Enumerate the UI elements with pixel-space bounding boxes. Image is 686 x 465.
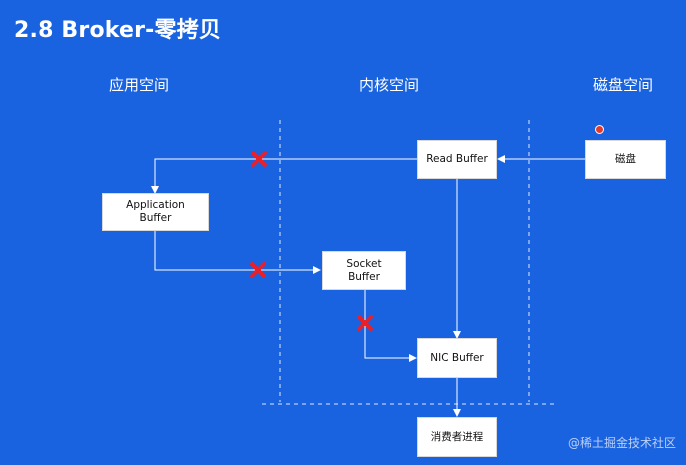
pointer-dot-icon xyxy=(595,125,604,134)
user-space-label: 应用空间 xyxy=(109,76,170,94)
nic-buffer-box: NIC Buffer xyxy=(417,338,497,378)
kernel-space-label: 内核空间 xyxy=(359,76,420,94)
cross-icon xyxy=(251,151,267,167)
disk-box: 磁盘 xyxy=(585,140,666,179)
arrow-read-to-application xyxy=(151,158,417,194)
consumer-process-box: 消费者进程 xyxy=(417,417,497,457)
arrow-application-to-socket xyxy=(154,231,321,274)
slide-title: 2.8 Broker-零拷贝 xyxy=(14,18,222,43)
disk-space-label: 磁盘空间 xyxy=(593,76,654,94)
read-buffer-box: Read Buffer xyxy=(417,140,497,179)
application-buffer-box: Application Buffer xyxy=(102,193,209,231)
watermark: @稀土掘金技术社区 xyxy=(567,436,676,450)
socket-buffer-box: Socket Buffer xyxy=(322,251,406,290)
cross-icon xyxy=(250,262,266,278)
cross-icon xyxy=(357,315,373,331)
arrow-socket-to-nic xyxy=(364,290,417,362)
